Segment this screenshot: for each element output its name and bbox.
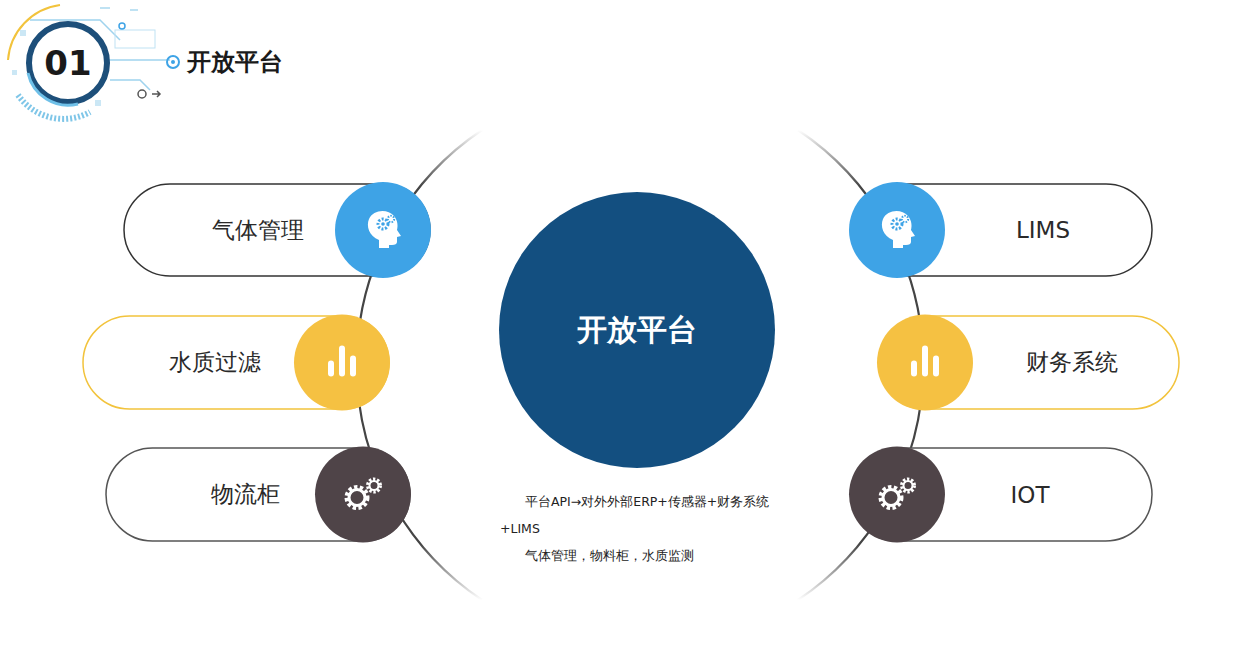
node-shape [850,447,1153,542]
bars-icon [328,346,356,377]
pill-label: 气体管理 [212,215,304,246]
pill-node: 财务系统 [878,315,1180,410]
pill-node: 气体管理 [123,183,431,277]
gears-icon [347,480,380,508]
pill-label: LIMS [1016,217,1070,243]
hub-circle: 开放平台 [499,192,775,468]
note-text: 平台API→对外外部ERP+传感器+财务系统+LIMS [500,488,790,542]
note-text: 气体管理，物料柜，水质监测 [500,542,790,569]
hub-label: 开放平台 [577,310,697,351]
pill-node: IOT [850,447,1153,542]
section-number: 01 [44,43,91,83]
head-icon [368,211,401,248]
pill-label: 物流柜 [211,479,280,510]
header-decoration [8,5,179,119]
pill-label: 财务系统 [1026,347,1118,378]
pill-node: 水质过滤 [82,315,390,410]
bars-icon [911,346,939,377]
pill-node: LIMS [850,183,1153,277]
page-title: 开放平台 [187,46,283,78]
notes: 平台API→对外外部ERP+传感器+财务系统+LIMS气体管理，物料柜，水质监测 [500,488,790,569]
node-shape [850,183,1153,277]
head-icon [882,211,915,248]
pill-label: 水质过滤 [169,347,261,378]
pill-label: IOT [1011,482,1050,508]
number-badge: 01 [26,21,110,105]
gears-icon [881,480,914,508]
pill-node: 物流柜 [105,447,411,542]
